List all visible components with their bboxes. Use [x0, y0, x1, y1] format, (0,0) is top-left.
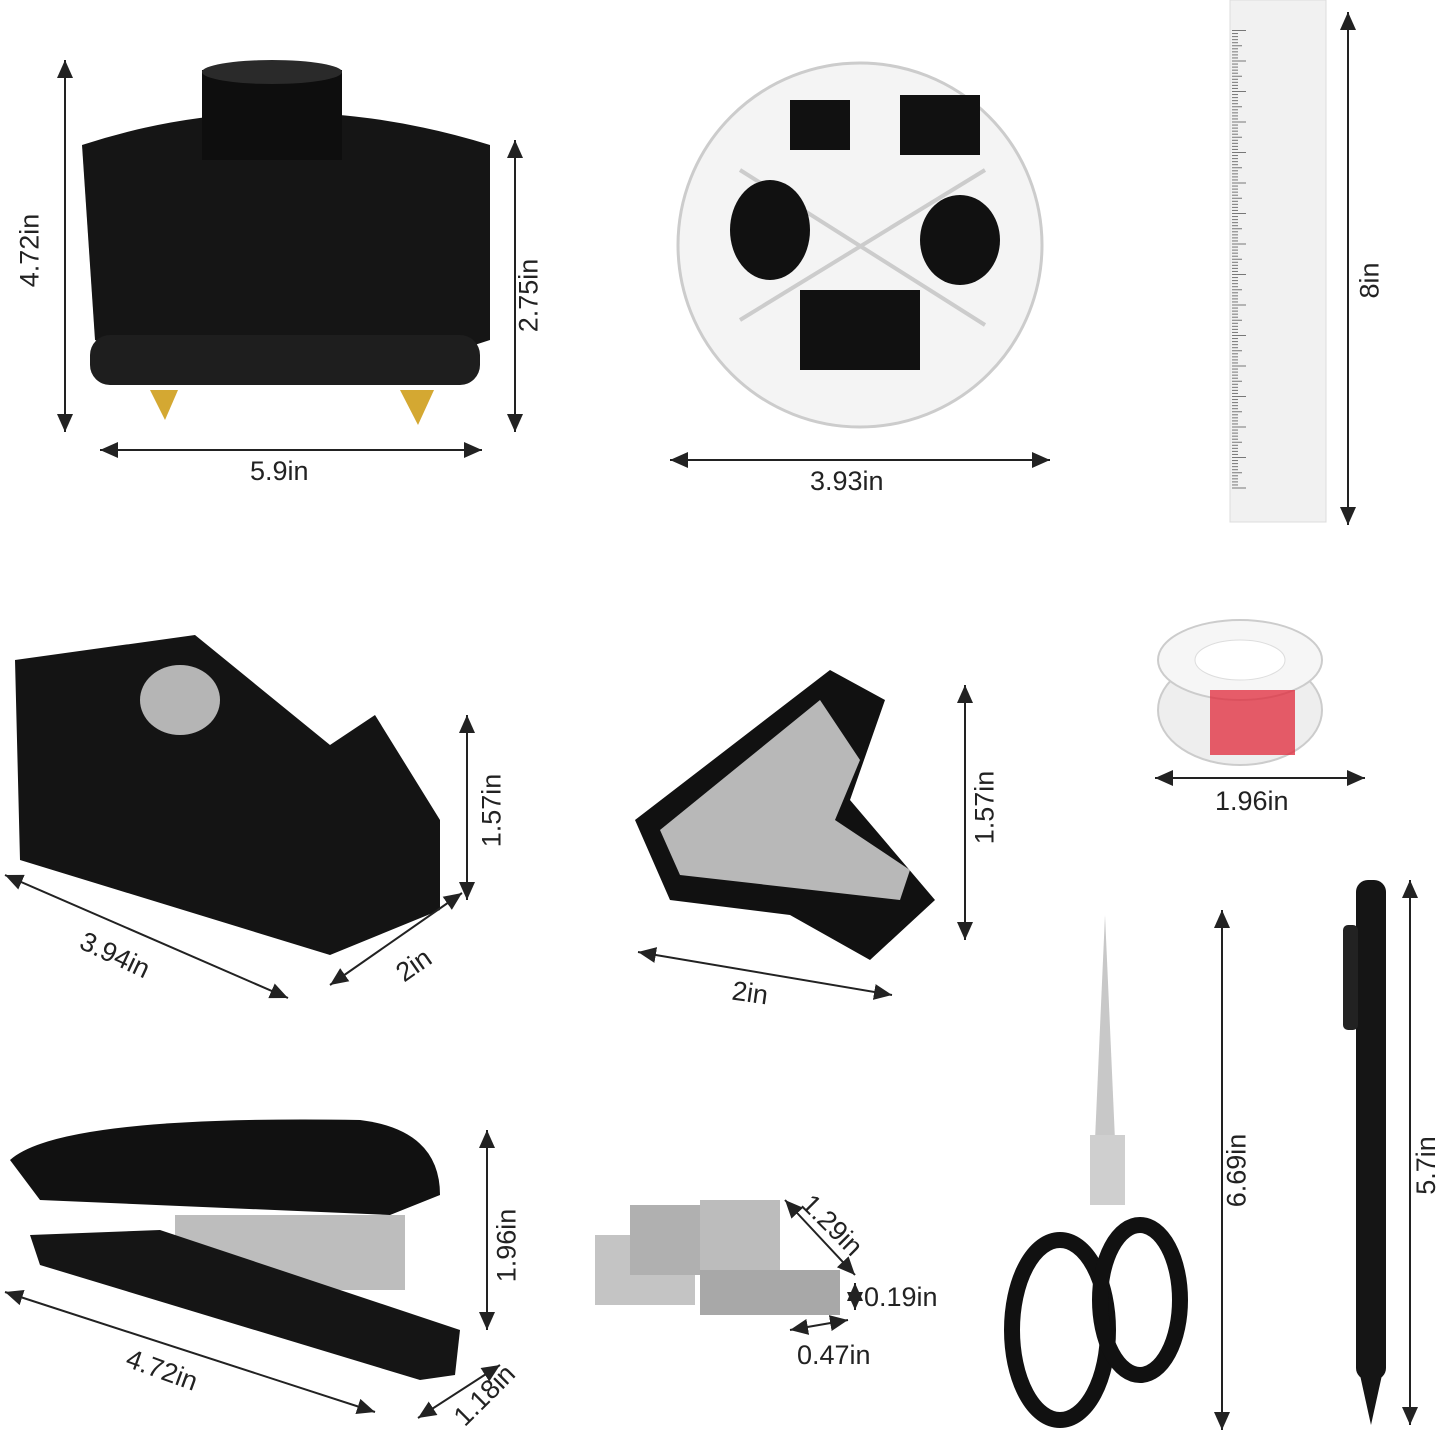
staples	[595, 1200, 840, 1315]
tape-roll-diameter-label: 1.96in	[1215, 786, 1289, 816]
binder-clip-container	[676, 61, 1044, 429]
scissors	[1004, 915, 1188, 1428]
dimension-arrows	[4, 12, 1418, 1430]
pen-length-label: 5.7in	[1410, 1136, 1441, 1195]
staple-remover-height-label: 1.57in	[969, 770, 1000, 845]
pen-holder-width-label: 5.9in	[250, 456, 309, 486]
stapler	[10, 1119, 460, 1380]
staples-height-label: 0.19in	[864, 1282, 938, 1312]
staples-width-label: 0.47in	[797, 1340, 871, 1370]
staple-remover	[635, 670, 935, 960]
scissors-length-label: 6.69in	[1221, 1133, 1252, 1208]
tape-dispenser-height-label: 1.57in	[476, 773, 507, 848]
pen	[1343, 880, 1386, 1425]
pen-holder-height-label: 4.72in	[14, 213, 45, 288]
clip-box-diameter-label: 3.93in	[810, 466, 884, 496]
stapler-height-label: 1.96in	[491, 1208, 522, 1283]
pen-holder-inner-height-label: 2.75in	[513, 258, 544, 333]
pen-holder-organizer	[82, 60, 490, 425]
tape-roll	[1157, 619, 1323, 766]
ruler-length-label: 8in	[1354, 262, 1385, 299]
ruler	[1229, 0, 1327, 523]
staple-remover-length-label: 2in	[730, 975, 771, 1011]
